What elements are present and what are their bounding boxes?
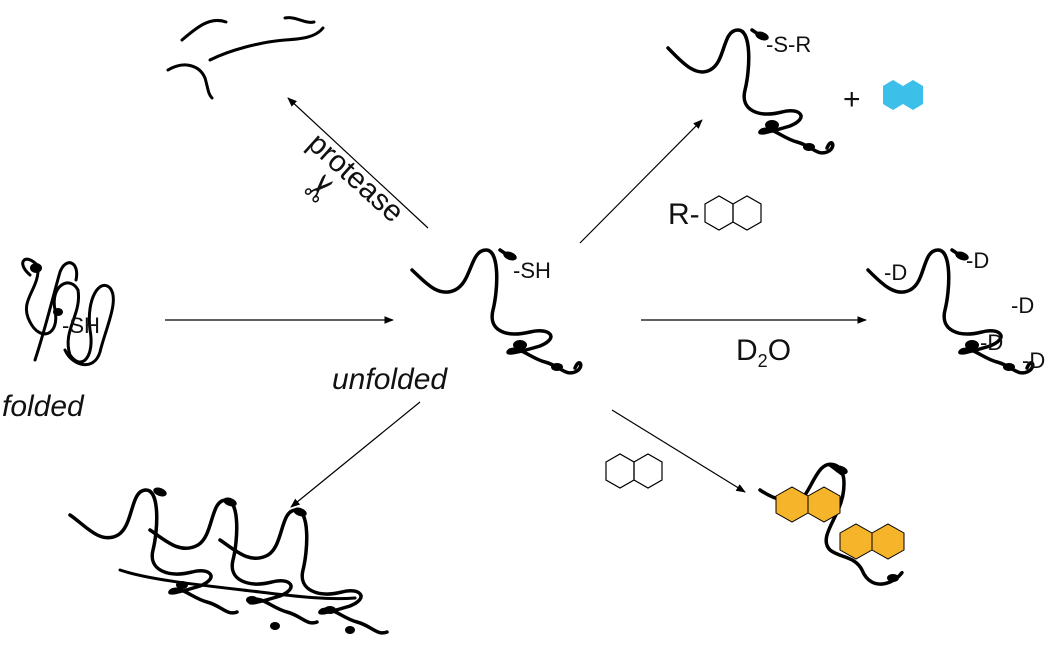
deuterium-label-3: -D (1011, 293, 1035, 318)
deuterium-label-5: -D (1022, 348, 1046, 373)
aggregate (68, 487, 389, 635)
unfolded-sh-label: -SH (513, 258, 551, 283)
d2o-d: D (736, 334, 758, 367)
ligand-naphthalene (605, 453, 663, 489)
folded-label: folded (2, 390, 84, 423)
protease-fragments (166, 16, 325, 100)
arrow-to-protease (287, 97, 429, 229)
d2o-subscript: 2 (757, 351, 768, 371)
arrow-to-ligand (611, 409, 746, 493)
deuterium-label-1: -D (884, 260, 908, 285)
conjugated-protein (666, 28, 835, 155)
deuterium-label-2: -D (966, 248, 990, 273)
released-naphthalene-cyan (883, 80, 923, 110)
arrow-to-aggregate (290, 401, 421, 508)
folded-protein (21, 257, 115, 366)
plus-sign: + (843, 83, 861, 116)
unfolded-protein (410, 248, 583, 375)
arrow-to-conjugate (579, 119, 703, 244)
d2o-label: D2O (736, 334, 792, 371)
ligand-bound-protein (758, 462, 905, 586)
folded-sh-label: -SH (62, 313, 100, 338)
deuterium-label-4: -D (980, 330, 1004, 355)
d2o-o: O (767, 334, 792, 367)
reagent-naphthalene (704, 195, 762, 231)
unfolded-label: unfolded (332, 363, 448, 396)
conjugate-sr-label: -S-R (766, 32, 812, 57)
reagent-r-label: R- (668, 198, 700, 231)
deuterated-protein (866, 248, 1035, 375)
